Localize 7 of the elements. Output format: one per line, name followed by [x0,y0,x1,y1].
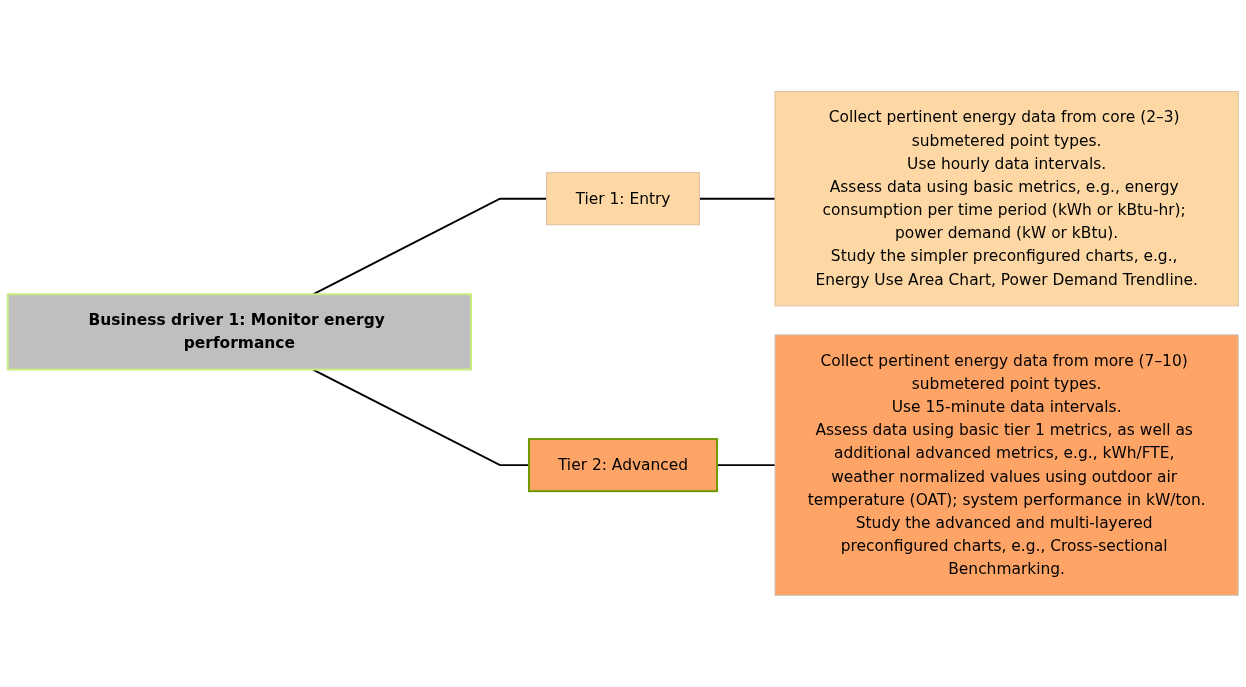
node-box: Collect pertinent energy data from more (7–10) submetered point types. Use 15-minute data intervals. Assess data using basic tier 1 metrics, as well as additional advanced metrics, e.g., kWh/FTE, weather normalized values using outdoor air temperature (OAT); system performance in kW/ton. Study the advanced and multi-layered preconfigured charts, e.g., Cross-sectional Benchmarking. [774,334,1239,596]
node-box: Business driver 1: Monitor energy performance [6,293,472,371]
connector [698,197,776,200]
node-box: Tier 1: Entry [546,172,700,226]
node-box: Tier 2: Advanced [527,438,719,493]
node-box: Collect pertinent energy data from core (2–3) submetered point types. Use hourly data intervals. Assess data using basic metrics, e.g., energy consumption per time period (kWh or kBtu-hr); power demand (kW or kBtu). Study the simpler preconfigured charts, e.g., Energy Use Area Chart, Power Demand Trendline. [774,91,1239,307]
connector [312,197,548,296]
